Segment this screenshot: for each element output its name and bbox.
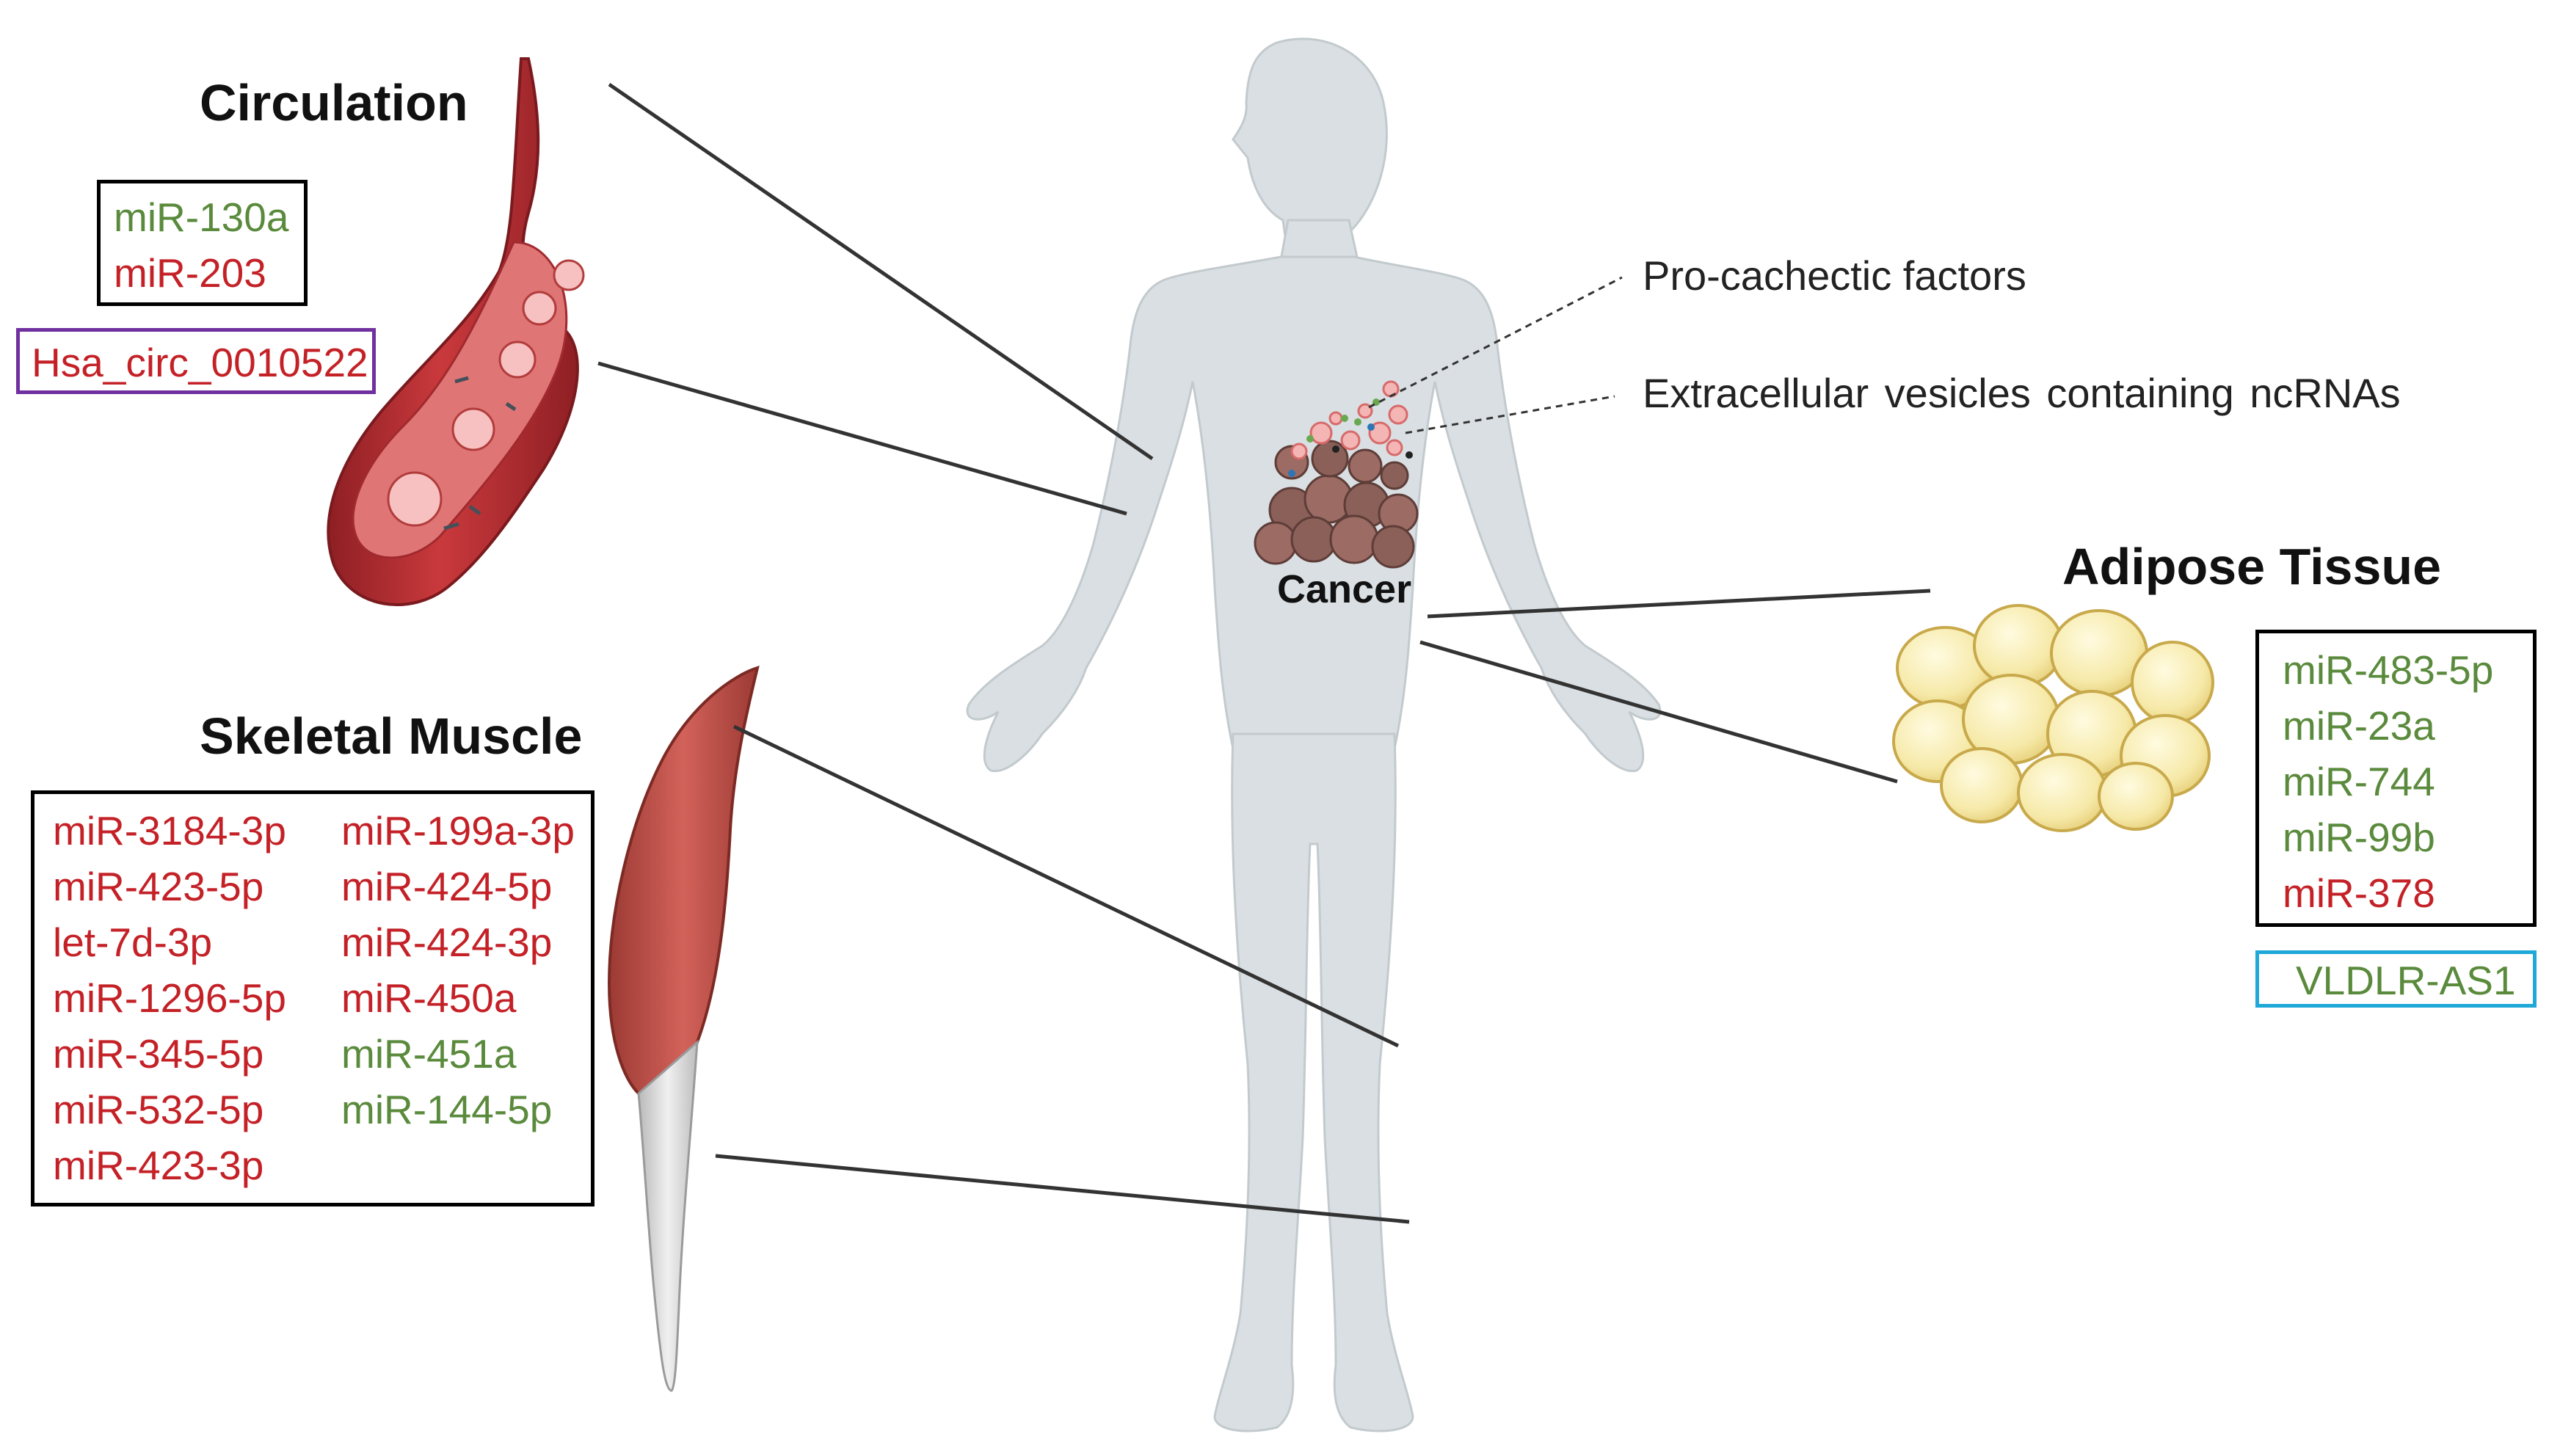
mirna-label: miR-130a xyxy=(114,194,289,240)
mirna-label: miR-1296-5p xyxy=(53,975,286,1021)
circulation-mirna-box: miR-130a miR-203 xyxy=(97,180,308,306)
skeletal-muscle-illustration xyxy=(607,666,760,1392)
mirna-label: miR-99b xyxy=(2283,815,2435,860)
adipose-mirna-box: miR-483-5p miR-23a miR-744 miR-99b miR-3… xyxy=(2255,630,2537,927)
mirna-label: miR-423-3p xyxy=(53,1143,264,1188)
mirna-label: miR-345-5p xyxy=(53,1031,264,1077)
mirna-label: miR-423-5p xyxy=(53,864,264,909)
connector-lines xyxy=(597,82,1931,1224)
lncrna-label: VLDLR-AS1 xyxy=(2296,958,2516,1003)
extracellular-vesicles-label: Extracellular vesicles containing ncRNAs xyxy=(1643,370,2401,416)
circulation-title: Circulation xyxy=(200,74,468,131)
mirna-label: miR-23a xyxy=(2283,703,2435,749)
mirna-label: miR-424-5p xyxy=(341,864,553,909)
adipose-lncrna-box: VLDLR-AS1 xyxy=(2255,950,2537,1008)
adipose-tissue-illustration xyxy=(1892,604,2214,832)
extracellular-vesicles xyxy=(1290,380,1408,460)
mirna-label: miR-744 xyxy=(2283,759,2435,804)
mirna-label: miR-203 xyxy=(114,250,266,296)
skeletal-muscle-title: Skeletal Muscle xyxy=(200,707,583,765)
circrna-label: Hsa_circ_0010522 xyxy=(32,340,368,385)
mirna-label: miR-378 xyxy=(2283,870,2435,916)
human-body-silhouette xyxy=(966,37,1662,1433)
blood-vessel-illustration xyxy=(327,57,585,606)
mirna-label: miR-199a-3p xyxy=(341,808,575,853)
skeletal-muscle-mirna-box: miR-3184-3p miR-423-5p let-7d-3p miR-129… xyxy=(31,790,594,1206)
mirna-label: miR-483-5p xyxy=(2283,647,2494,693)
mirna-label: miR-3184-3p xyxy=(53,808,286,853)
circulation-circrna-box: Hsa_circ_0010522 xyxy=(16,328,376,394)
mirna-label: miR-450a xyxy=(341,975,517,1021)
mirna-label: miR-424-3p xyxy=(341,920,553,965)
adipose-tissue-title: Adipose Tissue xyxy=(2062,538,2442,595)
cancer-label: Cancer xyxy=(1277,567,1412,611)
pro-cachectic-factors-label: Pro-cachectic factors xyxy=(1643,252,2026,299)
pro-cachectic-factor-dots xyxy=(1288,398,1413,477)
tumor-cluster xyxy=(1254,440,1419,569)
mirna-label: let-7d-3p xyxy=(53,920,213,965)
mirna-label: miR-144-5p xyxy=(341,1087,553,1132)
mirna-label: miR-532-5p xyxy=(53,1087,264,1132)
annotation-leader-lines xyxy=(1368,276,1623,434)
mirna-label: miR-451a xyxy=(341,1031,517,1077)
